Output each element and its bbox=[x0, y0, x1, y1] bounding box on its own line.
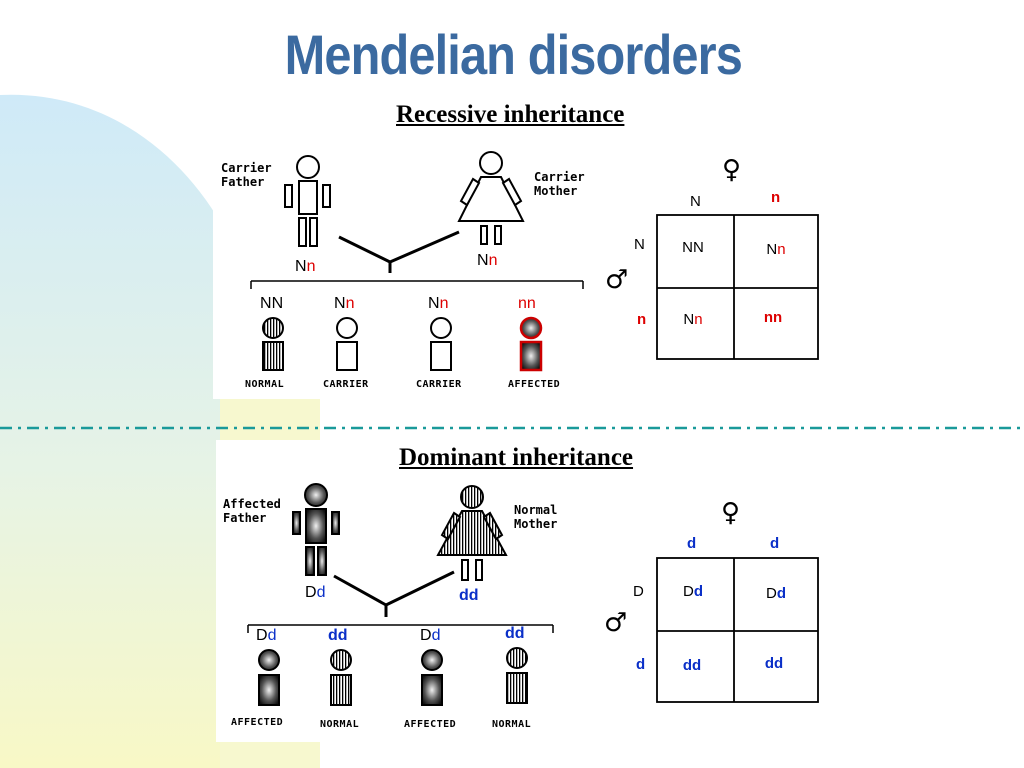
father-genotype: Nn bbox=[295, 258, 316, 275]
dominant-mating-lines bbox=[333, 570, 455, 617]
child-caption: NORMAL bbox=[492, 719, 532, 730]
child-normal-figure bbox=[330, 649, 352, 706]
affected-father-figure bbox=[292, 483, 340, 576]
child-caption: AFFECTED bbox=[404, 719, 457, 730]
female-symbol-icon: ♀ bbox=[721, 498, 741, 528]
recessive-heading: Recessive inheritance bbox=[396, 101, 625, 128]
child-genotype: dd bbox=[505, 625, 525, 642]
female-allele: d bbox=[687, 535, 697, 552]
female-allele: d bbox=[770, 535, 780, 552]
punnett-cell: Nn bbox=[683, 311, 703, 328]
mother-genotype: Nn bbox=[477, 252, 498, 269]
male-symbol-icon: ♂ bbox=[604, 608, 628, 638]
child-normal-figure bbox=[262, 317, 284, 371]
child-genotype: Nn bbox=[428, 295, 449, 312]
recessive-panel: Recessive inheritance bbox=[213, 97, 820, 399]
punnett-cell: Nn bbox=[766, 241, 786, 258]
mother-genotype: dd bbox=[459, 587, 479, 604]
child-genotype: nn bbox=[518, 295, 536, 312]
dominant-panel: Dominant inheritance bbox=[216, 440, 820, 742]
male-allele: N bbox=[634, 236, 645, 253]
normal-mother-figure bbox=[436, 485, 508, 581]
female-allele: N bbox=[690, 193, 701, 210]
female-symbol-icon: ♀ bbox=[722, 155, 742, 185]
carrier-mother-figure bbox=[457, 151, 525, 245]
child-genotype: Nn bbox=[334, 295, 355, 312]
male-allele: d bbox=[636, 656, 646, 673]
slide-title: Mendelian disorders bbox=[284, 23, 743, 86]
child-genotype: dd bbox=[328, 627, 348, 644]
child-affected-figure bbox=[421, 649, 443, 706]
child-genotype: NN bbox=[260, 295, 284, 312]
recessive-punnett-grid bbox=[656, 214, 819, 360]
carrier-father-figure bbox=[284, 155, 331, 247]
punnett-cell: dd bbox=[682, 657, 702, 674]
child-caption: CARRIER bbox=[323, 379, 369, 390]
child-caption: NORMAL bbox=[245, 379, 285, 390]
punnett-cell: Dd bbox=[765, 585, 786, 602]
child-normal-figure bbox=[506, 647, 528, 704]
male-allele: n bbox=[637, 311, 647, 328]
recessive-mating-lines bbox=[338, 230, 460, 273]
child-carrier-figure bbox=[336, 317, 358, 371]
dominant-pedigree-figures bbox=[247, 483, 819, 706]
child-carrier-figure bbox=[430, 317, 452, 371]
section-divider bbox=[0, 426, 1024, 430]
child-genotype: Dd bbox=[420, 627, 441, 644]
punnett-cell: nn bbox=[763, 309, 783, 326]
dominant-punnett-grid bbox=[656, 557, 819, 703]
female-allele: n bbox=[771, 189, 781, 206]
child-caption: CARRIER bbox=[416, 379, 462, 390]
child-caption: AFFECTED bbox=[508, 379, 561, 390]
punnett-cell: NN bbox=[682, 239, 704, 256]
father-genotype: Dd bbox=[305, 584, 326, 601]
child-affected-figure bbox=[258, 649, 280, 706]
child-caption: NORMAL bbox=[320, 719, 360, 730]
child-affected-figure bbox=[519, 316, 543, 372]
punnett-cell: Dd bbox=[682, 583, 703, 600]
male-allele: D bbox=[633, 583, 644, 600]
child-caption: AFFECTED bbox=[231, 717, 284, 728]
recessive-pedigree-figures bbox=[250, 151, 819, 372]
child-genotype: Dd bbox=[256, 627, 277, 644]
dominant-heading: Dominant inheritance bbox=[399, 444, 634, 471]
punnett-cell: dd bbox=[764, 655, 784, 672]
male-symbol-icon: ♂ bbox=[605, 265, 629, 295]
